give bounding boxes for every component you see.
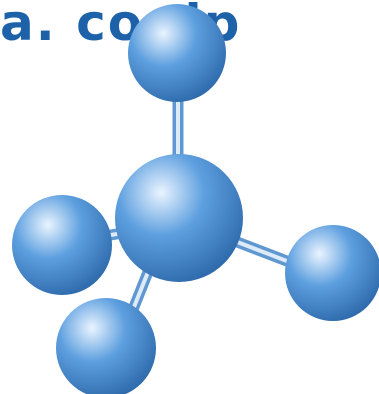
- atoms: [12, 4, 379, 394]
- atom-center: [115, 154, 243, 282]
- bond-highlight: [231, 238, 293, 265]
- atom-right: [285, 225, 379, 321]
- atom-left: [12, 195, 112, 295]
- atom-bottom: [56, 298, 156, 394]
- atom-top: [128, 4, 226, 102]
